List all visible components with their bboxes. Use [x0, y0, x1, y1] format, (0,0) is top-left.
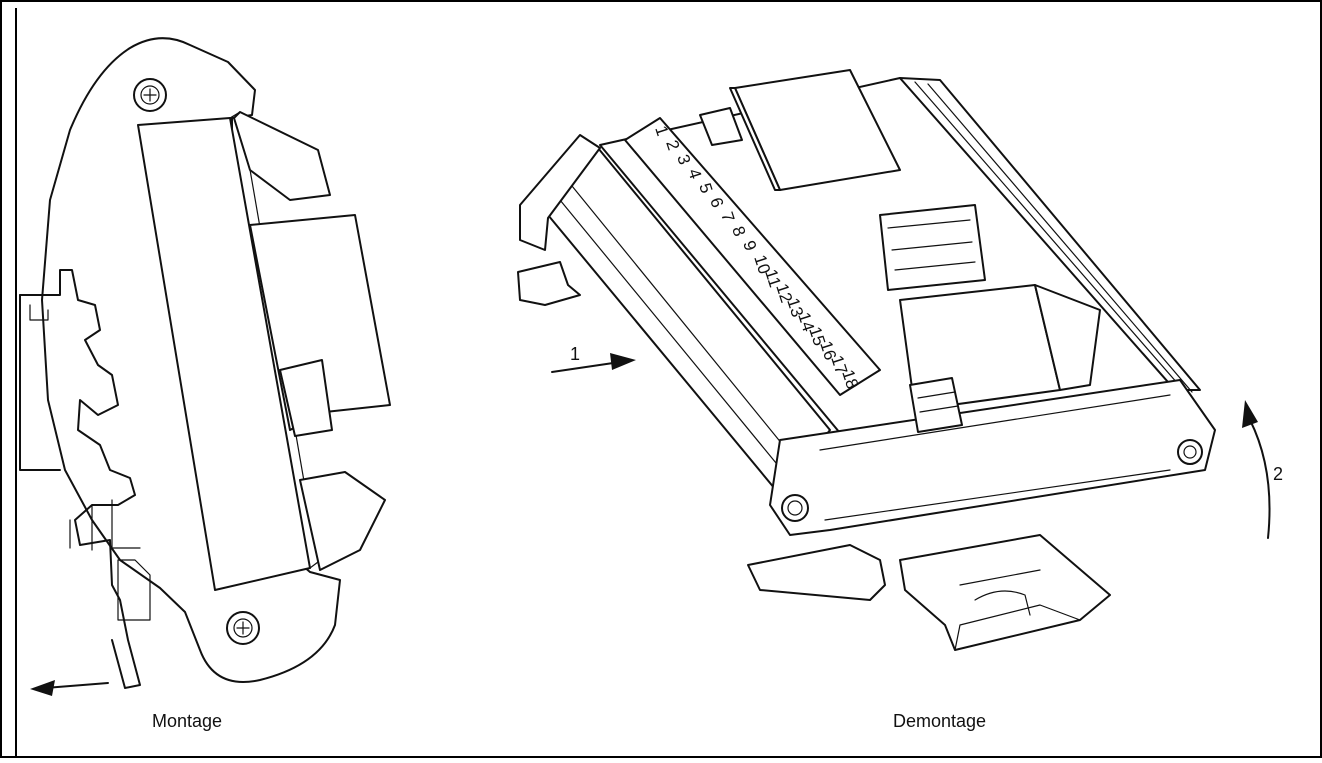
relay-bottom	[899, 284, 1101, 411]
terminal-number: 15	[805, 324, 829, 348]
din-rail	[899, 534, 1111, 651]
terminal-strip	[624, 117, 881, 396]
montage-arrow-icon	[44, 682, 109, 689]
screw-top-icon	[133, 78, 167, 112]
terminal-number: 10	[750, 253, 774, 277]
dip-switch-center	[879, 204, 986, 291]
demontage-caption: Demontage	[893, 711, 986, 731]
step-1-label: 1	[570, 344, 580, 364]
push-arrow-icon	[551, 361, 621, 373]
push-arrowhead-icon	[610, 353, 636, 370]
rear-housing-profile	[899, 77, 1201, 391]
montage-caption: Montage	[152, 711, 222, 731]
screw-bottom-icon	[226, 611, 260, 645]
terminal-number: 12	[772, 281, 796, 305]
terminal-number: 13	[783, 296, 807, 320]
terminal-number: 14	[794, 310, 818, 334]
demontage-perspective-view	[517, 69, 1271, 651]
tilt-arrowhead-icon	[1242, 400, 1258, 428]
left-end-cap	[519, 134, 601, 251]
step-2-label: 2	[1273, 464, 1283, 484]
montage-side-view	[19, 37, 391, 696]
din-rail-clip	[19, 269, 141, 689]
terminal-number: 16	[816, 339, 840, 363]
upper-terminal-flap	[233, 111, 331, 201]
screw-front-icon	[781, 494, 809, 522]
terminal-number: 17	[827, 353, 851, 377]
screw-rear-icon	[1177, 439, 1203, 465]
front-end-housing	[769, 379, 1216, 536]
tilt-arrow-icon	[1249, 419, 1271, 539]
dip-switch-small	[909, 377, 963, 433]
lower-terminal-flap	[299, 471, 386, 571]
montage-arrowhead-icon	[30, 680, 55, 696]
mounting-foot-bottom	[747, 544, 886, 601]
relay-top	[699, 69, 901, 191]
terminal-number: 11	[761, 267, 785, 290]
mounting-foot-left	[517, 261, 581, 306]
terminal-number: 18	[838, 367, 862, 391]
